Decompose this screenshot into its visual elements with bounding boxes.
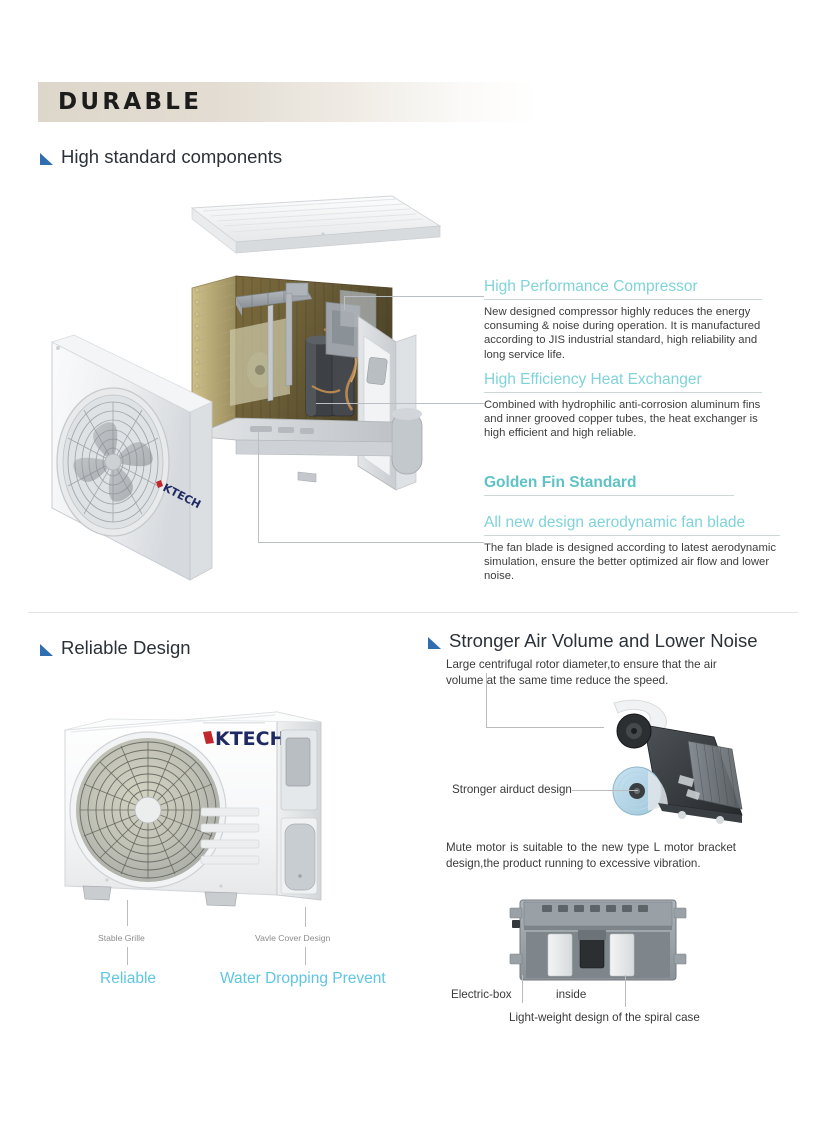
label-water-dropping-prevent: Water Dropping Prevent bbox=[220, 970, 386, 987]
leader-line-rotor-vertical bbox=[486, 673, 487, 727]
callout-body: Combined with hydrophilic anti-corrosion… bbox=[484, 399, 761, 440]
top-cover-panel bbox=[190, 195, 442, 254]
callout-title: Golden Fin Standard bbox=[484, 474, 637, 491]
callout-title: High Performance Compressor bbox=[484, 278, 698, 295]
section-heading-stronger-air-volume: Stronger Air Volume and Lower Noise bbox=[428, 630, 758, 652]
callout-aerodynamic-fan-blade: All new design aerodynamic fan blade The… bbox=[484, 514, 780, 584]
callout-rule bbox=[484, 535, 780, 536]
svg-text:KTECH: KTECH bbox=[215, 728, 286, 750]
leader-line-compressor bbox=[344, 296, 484, 297]
durable-banner: DURABLE bbox=[38, 82, 538, 122]
callout-body: New designed compressor highly reduces t… bbox=[484, 306, 761, 361]
callout-rule bbox=[484, 299, 762, 300]
side-louvers bbox=[200, 807, 260, 865]
banner-title: DURABLE bbox=[58, 89, 203, 115]
section-heading-reliable-design: Reliable Design bbox=[40, 637, 191, 659]
triangle-bullet-icon bbox=[40, 153, 53, 165]
label-electric-box: Electric-box bbox=[451, 988, 512, 1001]
triangle-bullet-icon bbox=[40, 644, 53, 656]
section-divider bbox=[28, 612, 798, 613]
leader-line-reliable bbox=[127, 947, 128, 965]
label-reliable: Reliable bbox=[100, 970, 157, 987]
exploded-outdoor-unit-illustration: KTECH bbox=[51, 195, 442, 581]
callout-title: All new design aerodynamic fan blade bbox=[484, 514, 746, 531]
electric-box-illustration bbox=[509, 899, 687, 981]
leader-line-water-dropping bbox=[305, 947, 306, 965]
mute-motor-text: Mute motor is suitable to the new type L… bbox=[446, 841, 736, 870]
leader-line-valve-cover bbox=[305, 907, 306, 927]
blower-assembly-illustration bbox=[612, 699, 743, 824]
callout-high-performance-compressor: High Performance Compressor New designed… bbox=[484, 278, 762, 362]
fan-grille bbox=[69, 731, 227, 889]
label-stronger-airduct-design: Stronger airduct design bbox=[452, 783, 572, 796]
ktech-logo: KTECH bbox=[203, 722, 286, 750]
label-valve-cover-design: Vavle Cover Design bbox=[255, 933, 331, 943]
leader-line-compressor-tick bbox=[344, 296, 345, 310]
leader-line-heat-exchanger bbox=[316, 403, 484, 404]
callout-golden-fin-standard: Golden Fin Standard bbox=[484, 474, 734, 496]
valve-cover bbox=[280, 729, 318, 895]
section-heading-label: Stronger Air Volume and Lower Noise bbox=[449, 630, 758, 651]
triangle-bullet-icon bbox=[428, 637, 441, 649]
callout-body: The fan blade is designed according to l… bbox=[484, 542, 777, 583]
unit-feet bbox=[82, 885, 238, 907]
front-grille-panel: KTECH bbox=[51, 334, 213, 581]
leader-line-spiral-case bbox=[625, 975, 626, 1007]
label-stable-grille: Stable Grille bbox=[98, 933, 145, 943]
leader-line-fan-blade bbox=[258, 542, 484, 543]
leader-line-airduct bbox=[572, 790, 638, 791]
leader-line-stable-grille bbox=[127, 900, 128, 926]
callout-rule bbox=[484, 392, 762, 393]
callout-high-efficiency-heat-exchanger: High Efficiency Heat Exchanger Combined … bbox=[484, 371, 762, 441]
leader-line-electric-box bbox=[522, 975, 523, 1003]
section-heading-high-standard-components: High standard components bbox=[40, 146, 282, 168]
outdoor-unit-illustration: KTECH bbox=[64, 711, 322, 907]
stronger-subtext: Large centrifugal rotor diameter,to ensu… bbox=[446, 658, 717, 687]
label-inside: inside bbox=[556, 988, 587, 1001]
callout-rule bbox=[484, 495, 734, 496]
callout-title: High Efficiency Heat Exchanger bbox=[484, 371, 702, 388]
section-heading-label: High standard components bbox=[61, 146, 283, 167]
label-lightweight-spiral-case: Light-weight design of the spiral case bbox=[509, 1011, 700, 1024]
chassis-with-heat-exchanger bbox=[191, 275, 423, 491]
section-heading-label: Reliable Design bbox=[61, 637, 191, 658]
leader-line-rotor bbox=[486, 727, 604, 728]
leader-line-fan-blade-vertical bbox=[258, 430, 259, 542]
